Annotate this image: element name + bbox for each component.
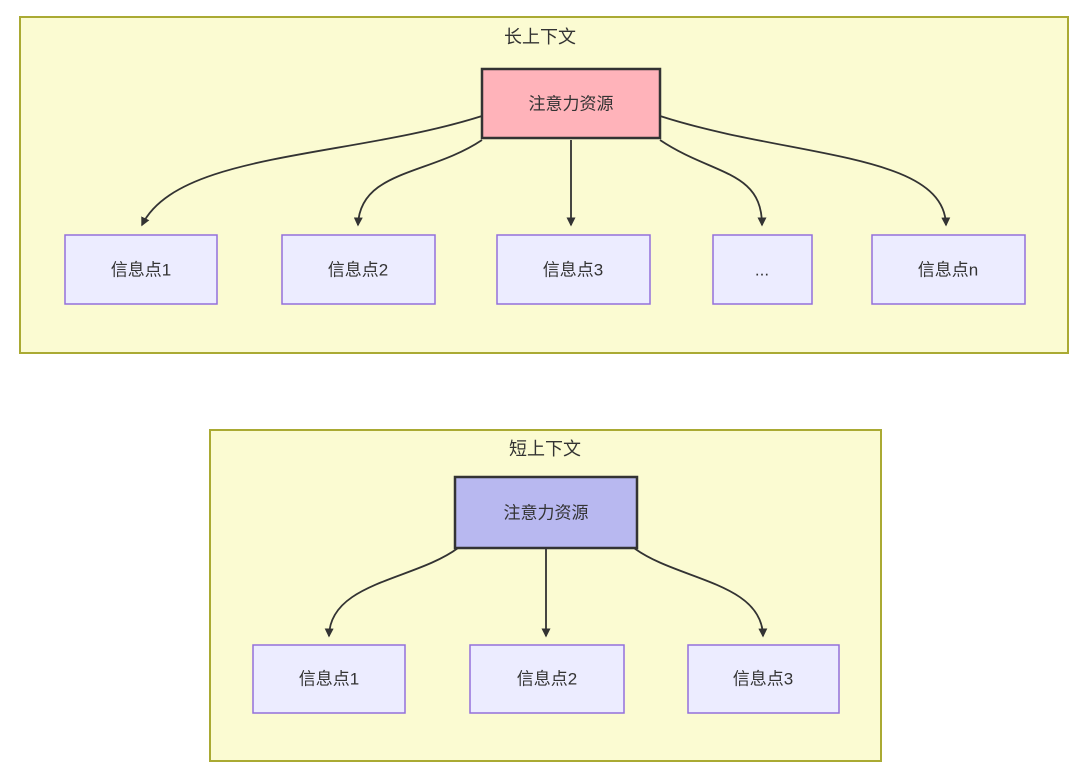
long-attention-node: 注意力资源 bbox=[480, 67, 662, 140]
edge-long-attention-to-infoN bbox=[659, 115, 951, 227]
long-info-3-box bbox=[496, 234, 651, 305]
edge-long-attention-to-info2 bbox=[353, 139, 483, 227]
long-context-edges bbox=[141, 115, 951, 227]
node-short-info-3: 信息点3 bbox=[687, 644, 840, 714]
long-info-1-box bbox=[64, 234, 218, 305]
long-info-n-label: 信息点n bbox=[918, 261, 978, 280]
long-info-n-box bbox=[871, 234, 1026, 305]
long-info-2-label: 信息点2 bbox=[328, 261, 388, 280]
short-info-2-label: 信息点2 bbox=[517, 670, 577, 689]
short-info-3-box bbox=[687, 644, 840, 714]
long-info-3-label: 信息点3 bbox=[543, 261, 603, 280]
edge-long-attention-to-info1 bbox=[141, 115, 483, 227]
short-context-title: 短上下文 bbox=[509, 439, 581, 459]
long-attention-box bbox=[480, 67, 662, 140]
short-attention-box bbox=[453, 475, 639, 550]
short-info-1-box bbox=[252, 644, 406, 714]
node-short-info-1: 信息点1 bbox=[252, 644, 406, 714]
short-context-edges bbox=[324, 547, 768, 638]
long-info-ellipsis-label: ... bbox=[755, 261, 769, 280]
long-context-title: 长上下文 bbox=[504, 27, 576, 47]
short-info-1-label: 信息点1 bbox=[299, 670, 359, 689]
node-long-info-2: 信息点2 bbox=[281, 234, 436, 305]
short-attention-label: 注意力资源 bbox=[504, 504, 589, 523]
node-long-info-3: 信息点3 bbox=[496, 234, 651, 305]
long-context-group: 长上下文 注意力资源 信息点1 信息点2 信息点3 . bbox=[19, 16, 1069, 354]
short-attention-node: 注意力资源 bbox=[453, 475, 639, 550]
short-context-group: 短上下文 注意力资源 信息点1 信息点2 信息点3 bbox=[209, 429, 882, 762]
long-info-ellipsis-box bbox=[712, 234, 813, 305]
long-info-2-box bbox=[281, 234, 436, 305]
edge-long-attention-to-ellipsis bbox=[659, 139, 767, 227]
short-info-2-box bbox=[469, 644, 625, 714]
node-long-info-ellipsis: ... bbox=[712, 234, 813, 305]
long-attention-label: 注意力资源 bbox=[529, 95, 614, 114]
node-long-info-1: 信息点1 bbox=[64, 234, 218, 305]
node-short-info-2: 信息点2 bbox=[469, 644, 625, 714]
long-info-1-label: 信息点1 bbox=[111, 261, 171, 280]
node-long-info-n: 信息点n bbox=[871, 234, 1026, 305]
short-info-3-label: 信息点3 bbox=[733, 670, 793, 689]
edge-short-attention-to-info1 bbox=[324, 547, 459, 638]
edge-short-attention-to-info3 bbox=[633, 547, 768, 638]
